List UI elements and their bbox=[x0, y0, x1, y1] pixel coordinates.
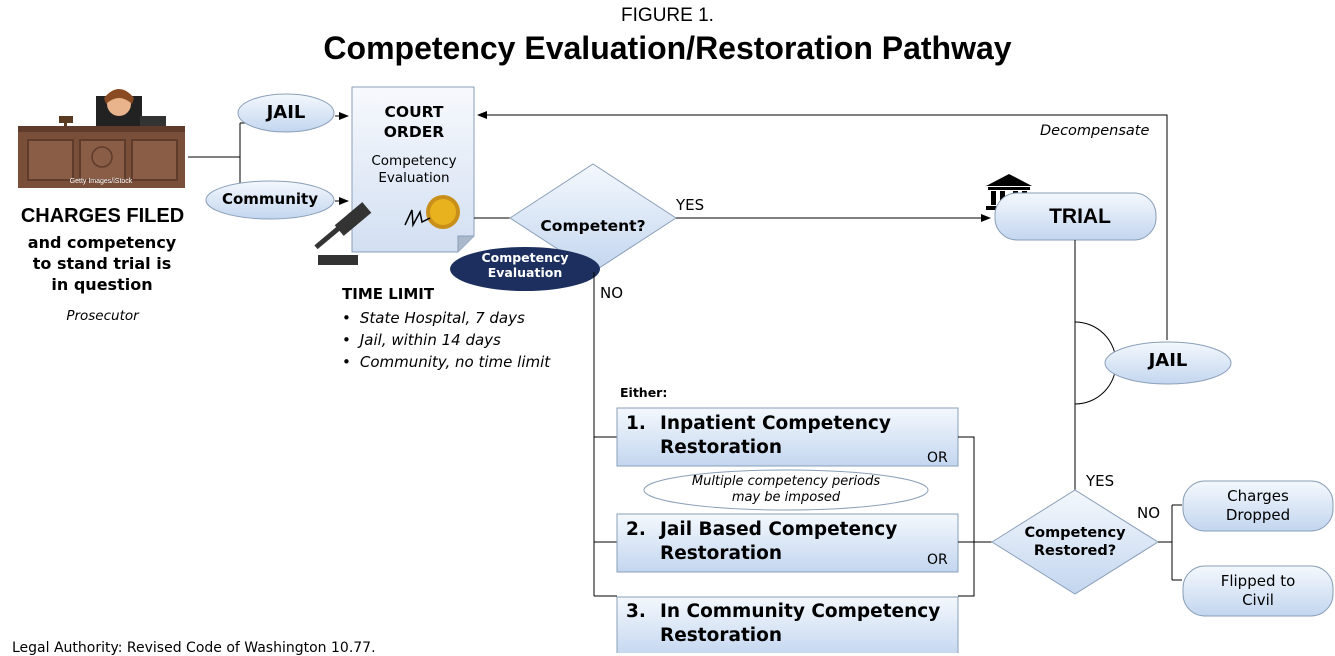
option-1-line2: Restoration bbox=[660, 437, 783, 459]
option-2-shape bbox=[616, 513, 959, 573]
charges-filed-subtitle: and competency to stand trial is in ques… bbox=[27, 233, 177, 294]
time-limit-item: Jail, within 14 days bbox=[342, 330, 550, 352]
decompensate-loop-line bbox=[477, 111, 1168, 340]
outcomes-bracket-line bbox=[1158, 504, 1182, 581]
outcome-charges-dropped-shape bbox=[1182, 480, 1334, 532]
option-3-line2: Restoration bbox=[660, 625, 783, 647]
outcome-flipped-civil: Flipped to Civil bbox=[1220, 572, 1296, 609]
option-2-line2: Restoration bbox=[660, 543, 783, 565]
legal-authority-note: Legal Authority: Revised Code of Washing… bbox=[12, 640, 376, 656]
option-3-number: 3. bbox=[626, 601, 646, 622]
multiple-periods-note-shape bbox=[643, 469, 929, 511]
prosecutor-label: Prosecutor bbox=[66, 308, 139, 324]
option-3-line1: In Community Competency bbox=[660, 601, 941, 622]
jail-loop-shape bbox=[1104, 341, 1232, 385]
competent-no-label: NO bbox=[600, 284, 624, 302]
restored-yes-label: YES bbox=[1086, 472, 1115, 490]
charges-filed-heading: CHARGES FILED bbox=[20, 205, 185, 227]
figure-title: Competency Evaluation/Restoration Pathwa… bbox=[323, 30, 1012, 66]
entry-community-shape bbox=[205, 180, 335, 220]
judge-at-desk-image bbox=[18, 89, 185, 188]
option-2-number: 2. bbox=[626, 519, 646, 540]
time-limit-list: State Hospital, 7 days Jail, within 14 d… bbox=[342, 308, 550, 373]
option-1-shape bbox=[616, 407, 959, 467]
entry-jail-shape bbox=[237, 93, 335, 133]
connector-desk-to-entries bbox=[188, 122, 247, 191]
time-limit-item: Community, no time limit bbox=[342, 352, 550, 374]
entry-jail-label: JAIL bbox=[266, 102, 306, 123]
option-1-number: 1. bbox=[626, 413, 646, 434]
gavel-icon bbox=[314, 202, 372, 265]
multiple-periods-note: Multiple competency periods may be impos… bbox=[691, 474, 881, 505]
figure-label: FIGURE 1. bbox=[621, 5, 714, 26]
option-1-or: OR bbox=[927, 450, 948, 466]
time-limit-heading: TIME LIMIT bbox=[342, 285, 435, 303]
outcome-flipped-civil-shape bbox=[1182, 565, 1334, 617]
option-3-shape bbox=[616, 596, 959, 653]
options-bracket-line bbox=[958, 436, 992, 597]
competent-question: Competent? bbox=[540, 217, 646, 235]
competent-yes-label: YES bbox=[676, 196, 705, 214]
trial-label: TRIAL bbox=[1049, 205, 1111, 228]
option-2-line1: Jail Based Competency bbox=[660, 519, 898, 540]
either-label: Either: bbox=[620, 385, 668, 400]
time-limit-item: State Hospital, 7 days bbox=[342, 308, 550, 330]
restored-no-label: NO bbox=[1137, 504, 1161, 522]
gold-seal-icon bbox=[426, 195, 460, 229]
evaluation-badge-label: Competency Evaluation bbox=[481, 250, 569, 280]
jail-loop-label: JAIL bbox=[1148, 350, 1188, 371]
option-2-or: OR bbox=[927, 552, 948, 568]
court-order-title: COURT ORDER bbox=[383, 103, 445, 142]
option-1-line1: Inpatient Competency bbox=[660, 413, 891, 434]
signature-icon bbox=[404, 209, 431, 228]
evaluation-badge-shape bbox=[450, 247, 600, 291]
court-order-subtitle: Competency Evaluation bbox=[371, 153, 457, 186]
decompensate-label: Decompensate bbox=[1040, 123, 1150, 139]
outcome-charges-dropped: Charges Dropped bbox=[1225, 487, 1291, 524]
restored-question: Competency Restored? bbox=[1024, 525, 1126, 560]
photo-credit: Getty Images/iStock bbox=[70, 178, 133, 185]
entry-community-label: Community bbox=[221, 190, 319, 208]
